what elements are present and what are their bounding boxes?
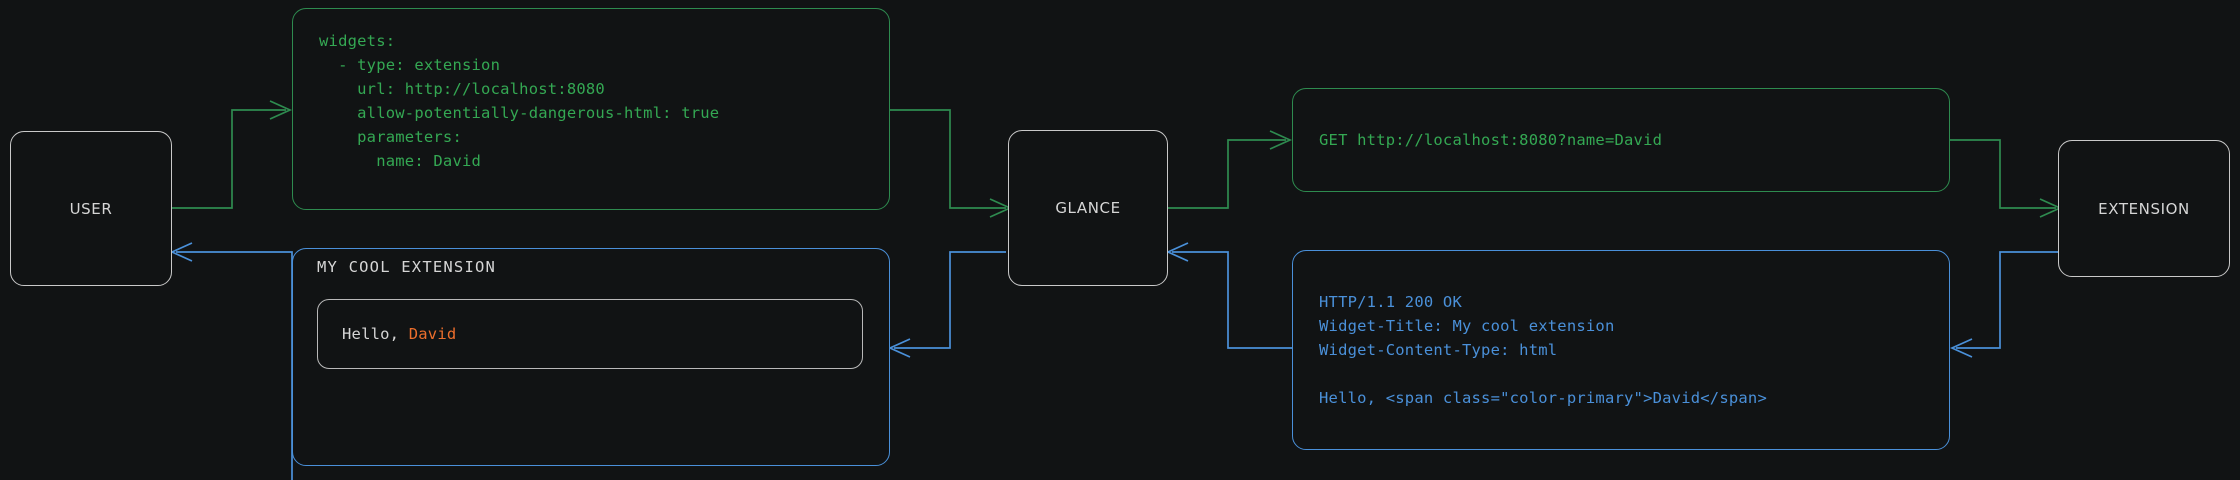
node-extension-label: EXTENSION: [2098, 199, 2190, 218]
config-yaml-box: widgets: - type: extension url: http://l…: [292, 8, 890, 210]
node-extension[interactable]: EXTENSION: [2058, 140, 2230, 277]
widget-greeting-prefix: Hello,: [342, 325, 409, 344]
node-glance[interactable]: GLANCE: [1008, 130, 1168, 286]
edge-widget-to-user: [169, 242, 293, 480]
widget-title: MY COOL EXTENSION: [317, 258, 497, 276]
rendered-widget-box: MY COOL EXTENSION Hello, David: [292, 248, 890, 466]
edge-response-to-glance: [1165, 242, 1292, 349]
edge-glance-to-request: [1168, 130, 1293, 209]
config-yaml-text: widgets: - type: extension url: http://l…: [319, 32, 720, 171]
edge-request-to-extension: [1950, 139, 2063, 218]
node-user-label: USER: [69, 199, 113, 218]
http-request-text: GET http://localhost:8080?name=David: [1319, 130, 1663, 149]
edge-extension-to-response: [1949, 251, 2066, 358]
edge-user-to-config: [172, 100, 293, 209]
node-user[interactable]: USER: [10, 131, 172, 286]
edge-config-to-glance: [890, 109, 1013, 218]
http-response-text: HTTP/1.1 200 OK Widget-Title: My cool ex…: [1319, 292, 1767, 408]
edge-glance-to-widget: [887, 251, 1006, 358]
http-response-box: HTTP/1.1 200 OK Widget-Title: My cool ex…: [1292, 250, 1950, 450]
widget-greeting-name: David: [408, 325, 457, 344]
node-glance-label: GLANCE: [1055, 199, 1121, 217]
widget-body: Hello, David: [317, 299, 863, 370]
http-request-box: GET http://localhost:8080?name=David: [1292, 88, 1950, 192]
